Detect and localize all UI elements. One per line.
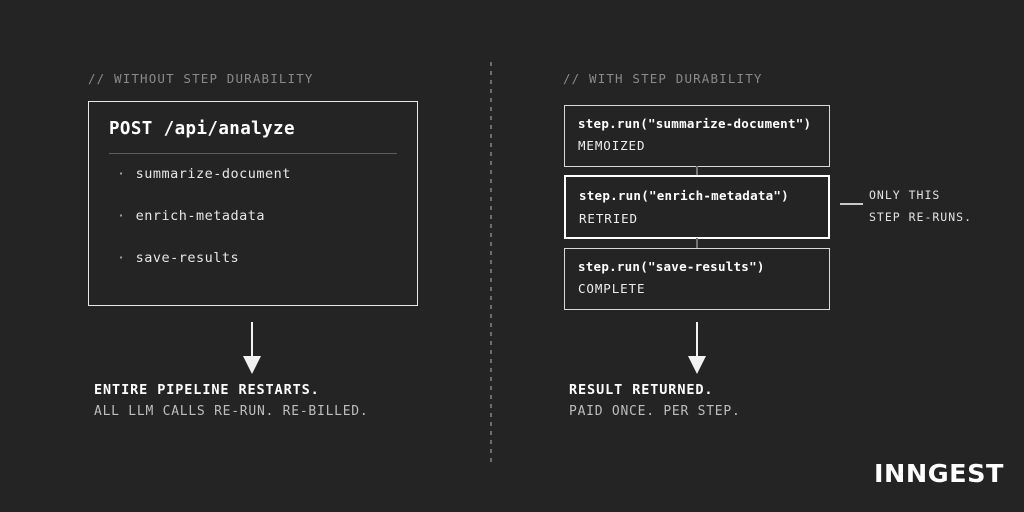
inngest-logo: INNGEST [874,459,1004,488]
bullet-icon: · [117,208,126,224]
left-outcome-primary: ENTIRE PIPELINE RESTARTS. [94,382,320,398]
status-badge: MEMOIZED [578,138,646,153]
request-endpoint-title: POST /api/analyze [109,119,295,139]
step-box-enrich-metadata: step.run("enrich-metadata") RETRIED [564,175,830,239]
monolithic-request-card: POST /api/analyze · summarize-document ·… [88,101,418,306]
arrow-head [243,356,261,374]
right-outcome-secondary: PAID ONCE. PER STEP. [569,404,741,419]
status-badge: RETRIED [579,211,638,226]
list-item: · save-results [117,250,239,266]
callout-text-line-1: ONLY THIS [869,188,941,202]
left-outcome-secondary: ALL LLM CALLS RE-RUN. RE-BILLED. [94,404,369,419]
callout-text-line-2: STEP RE-RUNS. [869,210,973,224]
list-item-label: save-results [135,250,240,266]
bullet-icon: · [117,250,126,266]
step-call-label: step.run("enrich-metadata") [579,188,789,203]
arrow-shaft [251,322,253,358]
status-badge: COMPLETE [578,281,646,296]
left-section-comment: // WITHOUT STEP DURABILITY [88,71,314,86]
step-call-label: step.run("save-results") [578,259,765,274]
bullet-icon: · [117,166,126,182]
card-divider-rule [109,153,397,154]
list-item-label: enrich-metadata [135,208,266,224]
vertical-dashed-divider [490,62,492,462]
list-item-label: summarize-document [135,166,291,182]
down-arrow-icon [241,322,263,374]
arrow-shaft [696,322,698,358]
callout-leader-line [840,203,863,205]
step-box-summarize-document: step.run("summarize-document") MEMOIZED [564,105,830,167]
step-connector [696,238,698,249]
list-item: · enrich-metadata [117,208,265,224]
step-box-save-results: step.run("save-results") COMPLETE [564,248,830,310]
arrow-head [688,356,706,374]
step-connector [696,166,698,176]
right-outcome-primary: RESULT RETURNED. [569,382,714,398]
list-item: · summarize-document [117,166,291,182]
down-arrow-icon [686,322,708,374]
step-call-label: step.run("summarize-document") [578,116,812,131]
right-section-comment: // WITH STEP DURABILITY [563,71,763,86]
